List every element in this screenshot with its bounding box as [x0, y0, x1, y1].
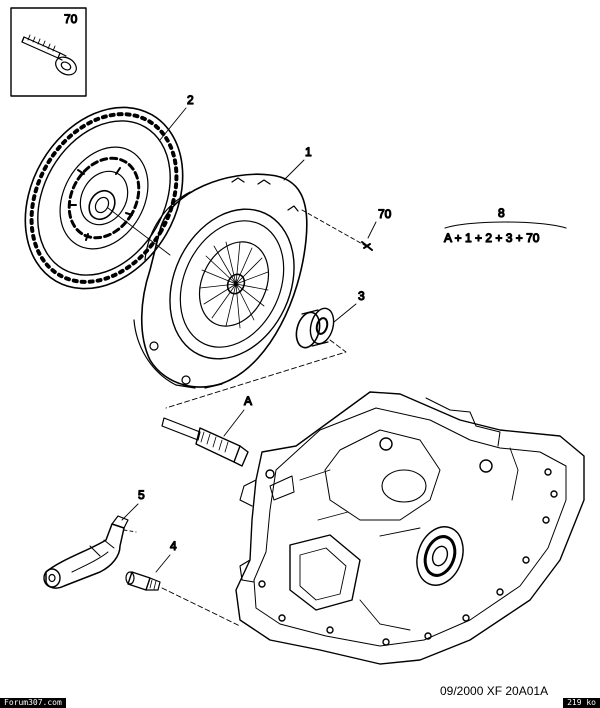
leader-disc-axis [107, 207, 171, 256]
fork-axis [123, 529, 137, 533]
leader-clutch-disc [159, 107, 187, 141]
kit-brace [444, 221, 567, 229]
leader-input-shaft [223, 409, 245, 437]
callout-release-fork: 5 [138, 488, 145, 502]
kit-formula: A + 1 + 2 + 3 + 70 [444, 231, 540, 245]
leader-fixing-bolt [367, 221, 377, 239]
leader-pivot-pin [155, 554, 171, 573]
watermark-left: Forum307.com [0, 698, 66, 708]
release-bearing [295, 307, 335, 349]
callout-release-bearing: 3 [358, 289, 365, 303]
pivot-pin [125, 571, 161, 591]
clutch-disc [24, 106, 184, 290]
leader-release-fork [121, 503, 139, 521]
release-fork [43, 515, 129, 589]
fixing-bolt-icon [361, 241, 373, 251]
pressure-plate [133, 173, 308, 389]
kit-number: 8 [498, 206, 505, 220]
callout-bolt-box: 70 [64, 12, 78, 26]
diaphragm-fingers [199, 241, 269, 329]
callout-input-shaft: A [244, 394, 252, 408]
callout-pressure-plate: 1 [305, 145, 312, 159]
leader-release-bearing [333, 303, 357, 323]
callout-pivot-pin: 4 [170, 539, 177, 553]
drawing-reference: 09/2000 XF 20A01A [440, 684, 549, 698]
bearing-axis [165, 339, 347, 409]
bolt-inset-frame [10, 7, 87, 97]
callout-clutch-disc: 2 [187, 93, 194, 107]
watermark-right: 219 ko [563, 698, 600, 708]
gearbox-housing [235, 391, 585, 665]
bolt-axis [301, 209, 367, 247]
bolt-inset: 70 [10, 7, 87, 97]
leader-pressure-plate [283, 159, 305, 181]
bolt-icon [21, 34, 77, 76]
callout-fixing-bolt: 70 [378, 207, 392, 221]
pivot-axis [161, 587, 241, 627]
input-shaft [161, 417, 249, 467]
